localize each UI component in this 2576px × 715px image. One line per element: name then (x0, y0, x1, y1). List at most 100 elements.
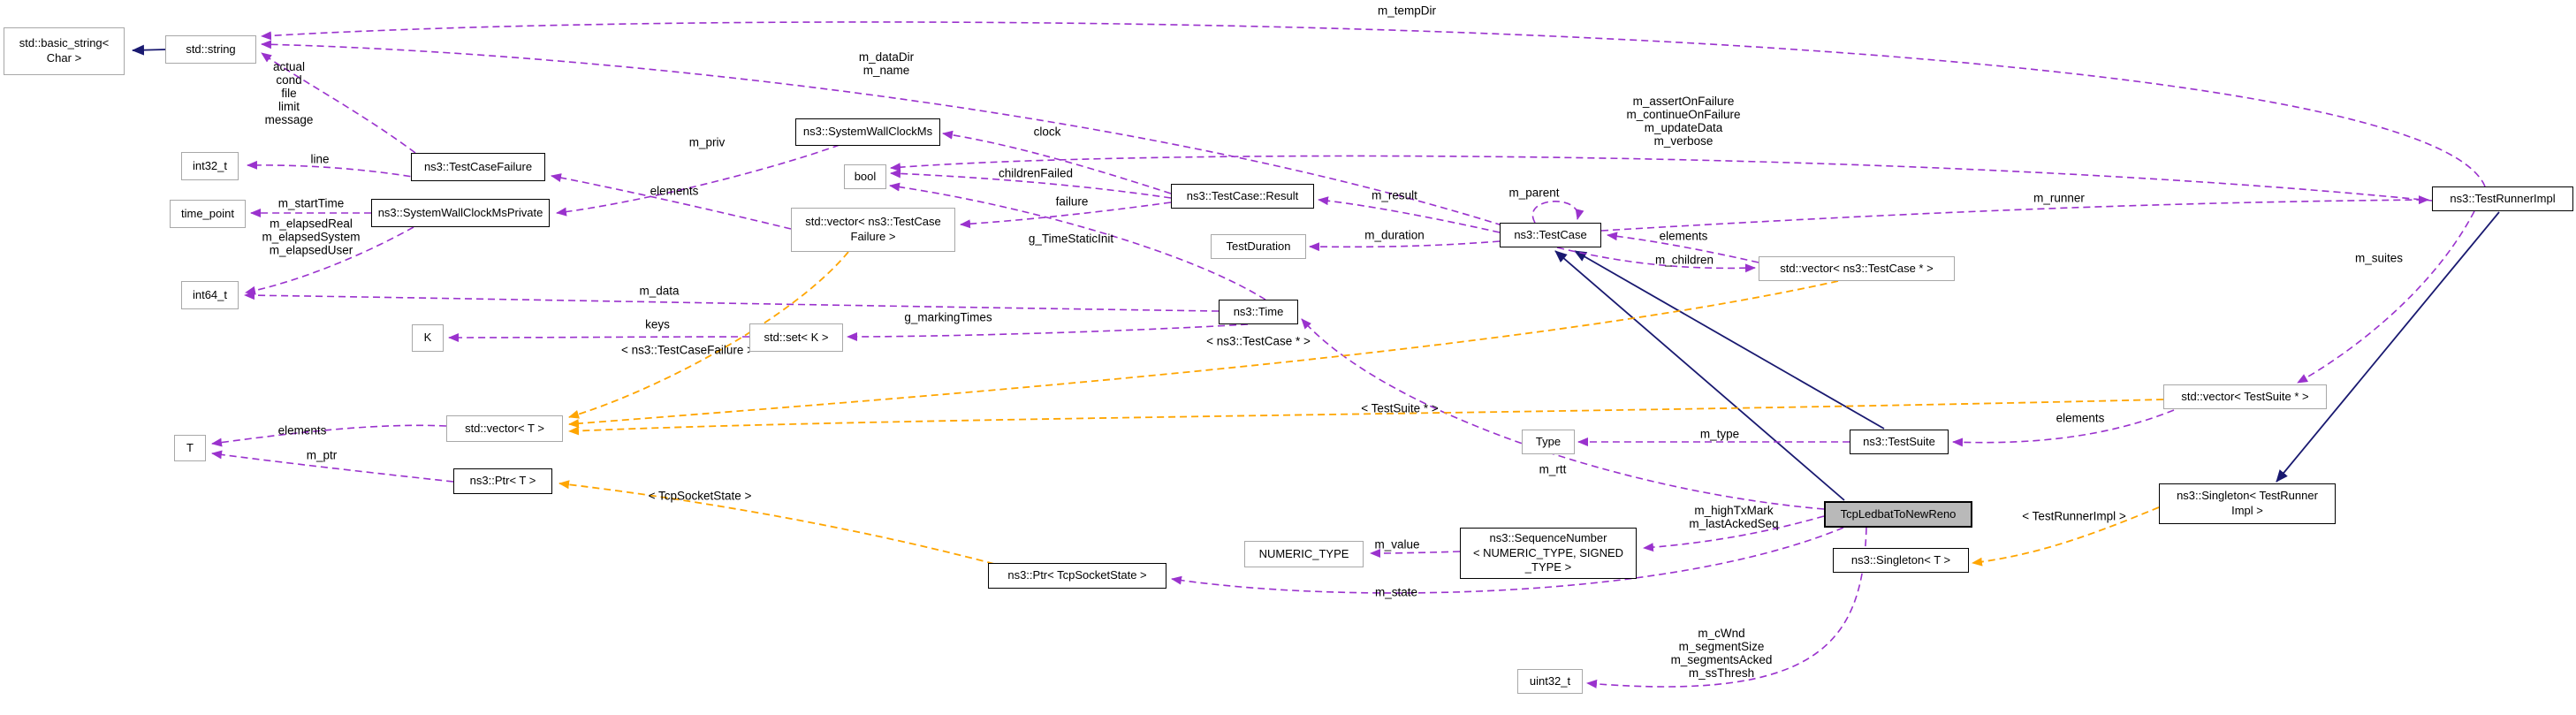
node-vector-testcase-ptr: std::vector< ns3::TestCase * > (1759, 256, 1955, 281)
edge-label-m-data: m_data (639, 284, 680, 298)
edge-label-elements-tcf: elements (650, 184, 699, 198)
edge-label-m-value: m_value (1374, 537, 1420, 551)
edge-label-m-rtt: m_rtt (1539, 462, 1567, 476)
edge-mvalue (1370, 548, 1461, 558)
edge-label-tmpl-ts: < TestSuite * > (1361, 401, 1439, 415)
edge-label-timestaticinit: g_TimeStaticInit (1028, 232, 1114, 246)
edge-label-hightx: m_highTxMark m_lastAckedSeq (1689, 503, 1779, 530)
node-int64-t: int64_t (181, 281, 239, 309)
edge-mchildren (1556, 247, 1756, 273)
edge-label-tmpl-tss: < TcpSocketState > (648, 489, 752, 503)
edge-mresult (1318, 196, 1501, 233)
edge-label-m-result: m_result (1372, 188, 1417, 202)
node-basic-string: std::basic_string< Char > (4, 27, 125, 75)
node-ptr-tcpsocketstate[interactable]: ns3::Ptr< TcpSocketState > (988, 563, 1166, 589)
node-numeric-type: NUMERIC_TYPE (1244, 541, 1364, 567)
edge-label-m-type: m_type (1699, 427, 1740, 441)
node-tcpledbattonewreno: TcpLedbatToNewReno (1824, 501, 1972, 528)
node-systemwallclockms[interactable]: ns3::SystemWallClockMs (795, 118, 940, 146)
edge-label-tmpl-tc: < ns3::TestCase * > (1206, 334, 1311, 348)
edge-tmpl-singleton (1972, 506, 2160, 567)
edge-elements-tc (1607, 232, 1759, 263)
edge-label-m-suites: m_suites (2354, 251, 2404, 265)
edge-mduration (1309, 240, 1501, 252)
edge-label-tmpl-singleton: < TestRunnerImpl > (2022, 509, 2126, 523)
edge-runnerflags (890, 155, 2433, 202)
node-k: K (412, 324, 444, 352)
edge-tcf-string (261, 52, 416, 154)
edge-label-runner-flags: m_assertOnFailure m_continueOnFailure m_… (1626, 94, 1741, 148)
edge-label-elements-ts: elements (2055, 411, 2105, 425)
edge-mtempdir (261, 21, 2486, 187)
edge-line (247, 160, 434, 181)
node-ptr-t[interactable]: ns3::Ptr< T > (453, 468, 552, 494)
node-vector-testsuite-ptr: std::vector< TestSuite * > (2163, 384, 2327, 409)
node-singleton-testrunnerimpl[interactable]: ns3::Singleton< TestRunner Impl > (2159, 483, 2336, 524)
edge-elements-tcf (551, 173, 792, 230)
edge-mstate (1171, 527, 1844, 594)
edge-mrunner (1600, 195, 2429, 232)
node-t: T (174, 435, 206, 461)
node-systemwallclockmsprivate[interactable]: ns3::SystemWallClockMsPrivate (371, 199, 550, 227)
edge-markingtimes (847, 323, 1249, 341)
edge-label-m-state: m_state (1374, 585, 1418, 599)
edge-msuites (2297, 210, 2475, 384)
edge-tmpl-vectortcf (568, 251, 849, 419)
node-testcase-result[interactable]: ns3::TestCase::Result (1171, 184, 1314, 209)
node-testduration: TestDuration (1211, 234, 1306, 259)
edge-label-line: line (310, 152, 330, 166)
edge-elements-ts (1952, 409, 2175, 447)
edge-cwnd (1586, 527, 1867, 688)
node-type: Type (1522, 430, 1575, 454)
node-set-k: std::set< K > (749, 323, 843, 352)
edge-testrunner-singleton (2276, 211, 2500, 483)
edge-clock (942, 130, 1172, 194)
edge-label-m-datadir: m_dataDir m_name (858, 49, 915, 77)
edge-label-elements-tc: elements (1659, 229, 1708, 243)
edge-elapsed (245, 226, 414, 295)
edge-label-markingtimes: g_markingTimes (904, 310, 992, 324)
edge-label-failure: failure (1055, 194, 1089, 209)
node-uint32-t: uint32_t (1517, 669, 1583, 694)
edge-label-tcf-fields: actual cond file limit message (264, 60, 314, 127)
edge-label-m-children: m_children (1654, 253, 1714, 267)
node-vector-testcasefailure: std::vector< ns3::TestCase Failure > (791, 208, 955, 252)
edge-label-m-runner: m_runner (2033, 191, 2085, 205)
node-vector-t: std::vector< T > (446, 415, 563, 442)
edge-tmpl-vectorts (568, 399, 2164, 436)
edge-label-m-parent: m_parent (1508, 186, 1560, 200)
edge-elements-t (211, 424, 447, 447)
edge-label-m-starttime: m_startTime (277, 196, 345, 210)
node-testcasefailure[interactable]: ns3::TestCaseFailure (411, 153, 545, 181)
node-singleton-t[interactable]: ns3::Singleton< T > (1833, 548, 1969, 573)
edge-timestaticinit (889, 182, 1266, 300)
edge-keys (448, 332, 750, 342)
node-time-point: time_point (170, 200, 246, 228)
inheritance-edges (132, 44, 2500, 501)
edge-failure (960, 202, 1172, 229)
usage-edges (211, 21, 2486, 688)
edge-mptr (211, 450, 454, 483)
node-testcase[interactable]: ns3::TestCase (1500, 223, 1601, 247)
node-testrunnerimpl[interactable]: ns3::TestRunnerImpl (2432, 186, 2573, 211)
edge-tmpl-vectortc (568, 280, 1839, 429)
edge-label-elapsed: m_elapsedReal m_elapsedSystem m_elapsedU… (262, 217, 361, 257)
node-time[interactable]: ns3::Time (1219, 300, 1298, 324)
edge-label-m-duration: m_duration (1364, 228, 1425, 242)
node-sequencenumber[interactable]: ns3::SequenceNumber < NUMERIC_TYPE, SIGN… (1460, 528, 1637, 579)
edge-mparent-loop (1531, 201, 1584, 224)
edge-string-basicstring (132, 44, 166, 56)
edge-tcpledbat-testcase (1554, 250, 1845, 501)
edge-tmpl-ptrtss (559, 480, 995, 565)
edge-label-clock: clock (1033, 125, 1061, 139)
node-testsuite[interactable]: ns3::TestSuite (1850, 430, 1949, 454)
edge-label-m-ptr: m_ptr (306, 448, 338, 462)
edge-label-cwnd: m_cWnd m_segmentSize m_segmentsAcked m_s… (1670, 626, 1773, 681)
edge-label-elements-t: elements (277, 423, 327, 437)
edge-childrenfailed (890, 169, 1172, 199)
node-std-string: std::string (165, 35, 256, 64)
edge-testsuite-testcase (1574, 250, 1885, 430)
edge-mdata (244, 291, 1220, 312)
